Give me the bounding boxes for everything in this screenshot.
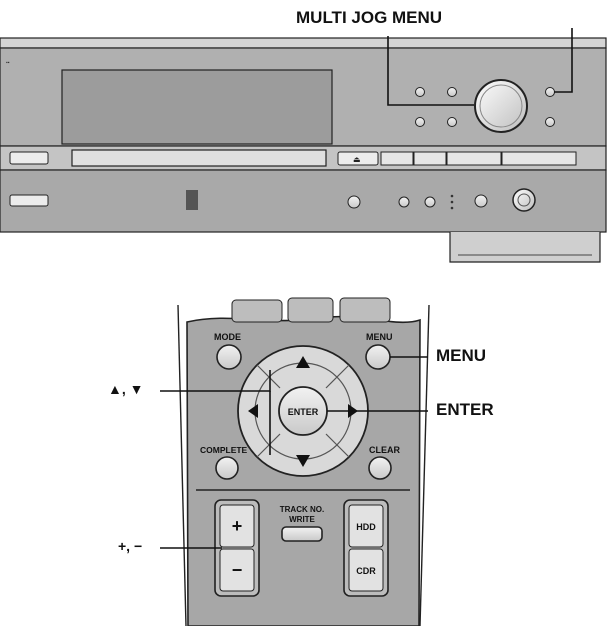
minus-label: − — [232, 560, 243, 580]
skip-forward-button[interactable] — [413, 151, 447, 166]
cd-logo — [186, 190, 198, 210]
menu-label: MENU — [366, 332, 393, 342]
track-no-write-label-1: TRACK NO. — [280, 505, 324, 514]
callout-plus-minus: +, − — [118, 538, 143, 554]
deck-small-button-3[interactable] — [415, 117, 425, 127]
disc-tray — [71, 149, 327, 167]
deck-knob-3[interactable] — [424, 196, 436, 208]
copy-button[interactable] — [9, 151, 49, 165]
callout-up-down-arrows: ▲, ▼ — [108, 381, 144, 397]
down-arrow-icon[interactable] — [296, 455, 310, 467]
up-arrow-icon[interactable] — [296, 356, 310, 368]
remote-top-button-1[interactable] — [231, 299, 283, 323]
display-window — [61, 69, 333, 145]
complete-button[interactable] — [215, 456, 239, 480]
stop-button[interactable] — [501, 151, 577, 166]
hdd-button[interactable] — [348, 504, 384, 548]
complete-label: COMPLETE — [200, 445, 248, 455]
remote-top-button-3[interactable] — [339, 297, 391, 323]
eject-icon: ⏏ — [353, 155, 361, 164]
remote-leader-lines — [160, 356, 428, 549]
minus-button[interactable] — [219, 548, 255, 592]
deck-small-button-2[interactable] — [447, 87, 457, 97]
deck-knob-2[interactable] — [398, 196, 410, 208]
skip-back-button[interactable] — [380, 151, 414, 166]
remote-top-button-2[interactable] — [287, 297, 334, 323]
eject-button[interactable] — [337, 151, 379, 166]
play-pause-button[interactable] — [446, 151, 502, 166]
plus-label: + — [232, 516, 243, 536]
deck-leader-lines — [387, 28, 573, 106]
cdr-label: CDR — [356, 566, 376, 576]
mode-label: MODE — [214, 332, 241, 342]
clear-button[interactable] — [368, 456, 392, 480]
menu-button[interactable] — [365, 344, 391, 370]
callout-menu: MENU — [436, 346, 487, 365]
deck-clear-button[interactable] — [545, 117, 555, 127]
remote-control: MODE MENU ENTER COMPLETE CLEAR + − — [177, 297, 430, 627]
deck-foot — [449, 232, 601, 263]
left-arrow-icon[interactable] — [248, 404, 258, 418]
cdr-button[interactable] — [348, 548, 384, 592]
deck-front-panel: ▪▪ ⏏ — [0, 37, 607, 263]
volume-knob[interactable] — [512, 188, 536, 212]
hdd-label: HDD — [356, 522, 376, 532]
plus-button[interactable] — [219, 504, 255, 548]
brand-mark: ▪▪ — [6, 60, 10, 66]
callout-multi-jog-menu: MULTI JOG MENU — [296, 8, 443, 27]
deck-knob-1[interactable] — [347, 195, 361, 209]
deck-small-button-1[interactable] — [415, 87, 425, 97]
track-no-write-button[interactable] — [281, 526, 323, 542]
input-knob[interactable] — [474, 194, 488, 208]
deck-menu-button[interactable] — [545, 87, 555, 97]
track-no-write-label-2: WRITE — [289, 515, 315, 524]
clear-label: CLEAR — [369, 445, 400, 455]
mode-button[interactable] — [216, 344, 242, 370]
power-button[interactable] — [9, 194, 49, 207]
callout-enter: ENTER — [436, 400, 494, 419]
multi-jog-dial[interactable] — [474, 79, 528, 133]
deck-small-button-4[interactable] — [447, 117, 457, 127]
enter-label: ENTER — [288, 407, 319, 417]
